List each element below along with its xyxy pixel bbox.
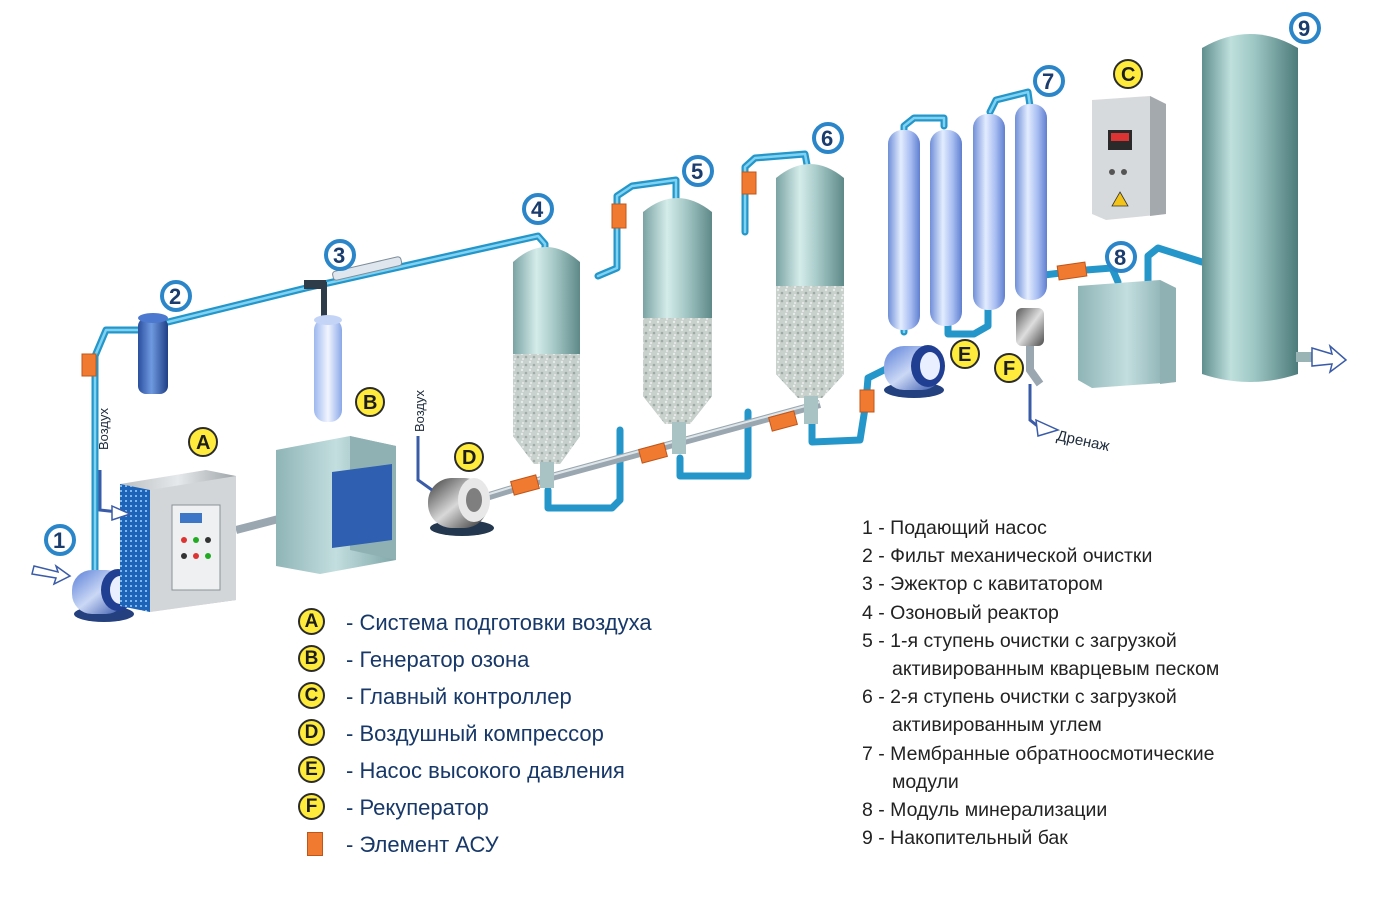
marker-2: 2 xyxy=(160,280,192,312)
legend-item-c: C - Главный контроллер xyxy=(298,678,728,715)
svg-text:7: 7 xyxy=(1042,69,1054,94)
asu-element xyxy=(1056,261,1088,281)
marker-9: 9 xyxy=(1289,12,1321,44)
marker-4: 4 xyxy=(522,193,554,225)
marker-8: 8 xyxy=(1105,241,1137,273)
svg-text:1: 1 xyxy=(53,528,65,553)
legend-text-d: - Воздушный компрессор xyxy=(346,721,604,746)
ejector xyxy=(304,256,403,318)
legend-badge-f: F xyxy=(298,793,325,820)
main-controller xyxy=(1092,96,1166,220)
marker-e: E xyxy=(950,339,980,369)
ro-membranes xyxy=(888,104,1047,330)
legend-line-6b: активированным углем xyxy=(892,714,1102,737)
mineralization-module xyxy=(1078,280,1176,388)
legend-item-asu: - Элемент АСУ xyxy=(298,826,728,863)
marker-1: 1 xyxy=(44,524,76,556)
legend-item-f: F - Рекуператор xyxy=(298,789,728,826)
svg-text:A: A xyxy=(196,432,210,454)
ozone-generator xyxy=(276,315,396,574)
marker-6: 6 xyxy=(812,122,844,154)
legend-item-b: B - Генератор озона xyxy=(298,641,728,678)
svg-text:6: 6 xyxy=(821,126,833,151)
asu-element xyxy=(638,442,668,464)
legend-text-e: - Насос высокого давления xyxy=(346,758,625,783)
mechanical-filter xyxy=(138,313,168,394)
asu-element xyxy=(81,353,97,377)
legend-text-c: - Главный контроллер xyxy=(346,684,572,709)
legend-line-9: 9 - Накопительный бак xyxy=(862,827,1068,850)
sand-filter xyxy=(643,198,712,454)
legend-badge-e: E xyxy=(298,756,325,783)
legend-badge-d: D xyxy=(298,719,325,746)
asu-element xyxy=(859,389,875,413)
legend-line-7a: 7 - Мембранные обратноосмотические xyxy=(862,742,1215,765)
air-prep-system: Воздух xyxy=(96,407,236,612)
air-label-left: Воздух xyxy=(96,407,111,450)
legend-badge-a: A xyxy=(298,608,325,635)
marker-d: D xyxy=(454,442,484,472)
asu-element xyxy=(510,474,540,496)
svg-text:B: B xyxy=(363,392,377,414)
legend-line-4: 4 - Озоновый реактор xyxy=(862,601,1059,624)
asu-element xyxy=(768,410,798,432)
asu-element xyxy=(611,203,627,229)
feed-pump xyxy=(31,564,135,622)
marker-3: 3 xyxy=(324,239,356,271)
legend-line-7b: модули xyxy=(892,770,959,793)
svg-text:F: F xyxy=(1003,358,1015,380)
legend-badge-c: C xyxy=(298,682,325,709)
marker-f: F xyxy=(994,353,1024,383)
svg-text:E: E xyxy=(958,344,971,366)
svg-text:8: 8 xyxy=(1114,245,1126,270)
legend-text-a: - Система подготовки воздуха xyxy=(346,610,652,635)
svg-text:4: 4 xyxy=(531,197,544,222)
legend-line-5a: 5 - 1-я ступень очистки с загрузкой xyxy=(862,629,1177,652)
legend-line-6a: 6 - 2-я ступень очистки с загрузкой xyxy=(862,686,1177,709)
legend-item-a: A - Система подготовки воздуха xyxy=(298,604,728,641)
legend-line-1: 1 - Подающий насос xyxy=(862,517,1047,539)
svg-text:3: 3 xyxy=(333,243,345,268)
svg-text:C: C xyxy=(1121,64,1135,86)
marker-7: 7 xyxy=(1033,65,1065,97)
legend-text-f: - Рекуператор xyxy=(346,795,489,820)
storage-tank xyxy=(1202,34,1348,382)
legend-line-5b: активированным кварцевым песком xyxy=(892,657,1220,680)
legend-line-3: 3 - Эжектор с кавитатором xyxy=(862,573,1103,596)
legend-text-b: - Генератор озона xyxy=(346,647,530,672)
legend-text-asu: - Элемент АСУ xyxy=(346,832,499,857)
legend-badge-b: B xyxy=(298,645,325,672)
legend-item-d: D - Воздушный компрессор xyxy=(298,715,728,752)
carbon-filter xyxy=(776,164,844,424)
ozone-reactor xyxy=(513,247,580,488)
asu-element xyxy=(741,171,757,195)
legend-line-2: 2 - Фильт механической очистки xyxy=(862,545,1153,568)
legend-equipment: A - Система подготовки воздуха B - Генер… xyxy=(298,604,728,863)
legend-components: 1 - Подающий насос 2 - Фильт механическо… xyxy=(862,517,1332,855)
svg-text:2: 2 xyxy=(169,284,181,309)
svg-text:9: 9 xyxy=(1298,16,1310,41)
legend-item-e: E - Насос высокого давления xyxy=(298,752,728,789)
drain-label: Дренаж xyxy=(1055,427,1111,455)
air-label-right: Воздух xyxy=(412,389,427,432)
svg-text:D: D xyxy=(462,447,476,469)
asu-swatch-icon xyxy=(307,832,323,856)
marker-5: 5 xyxy=(682,155,714,187)
air-compressor: Воздух xyxy=(412,389,494,536)
asu-elements xyxy=(81,171,1088,496)
marker-b: B xyxy=(355,387,385,417)
outlet-arrow-icon xyxy=(1311,343,1348,374)
marker-c: C xyxy=(1113,59,1143,89)
high-pressure-pump xyxy=(884,345,945,398)
recuperator: Дренаж xyxy=(1016,308,1111,455)
marker-a: A xyxy=(188,427,218,457)
svg-text:5: 5 xyxy=(691,159,703,184)
legend-line-8: 8 - Модуль минерализации xyxy=(862,798,1108,821)
inlet-arrow-icon xyxy=(31,564,72,586)
